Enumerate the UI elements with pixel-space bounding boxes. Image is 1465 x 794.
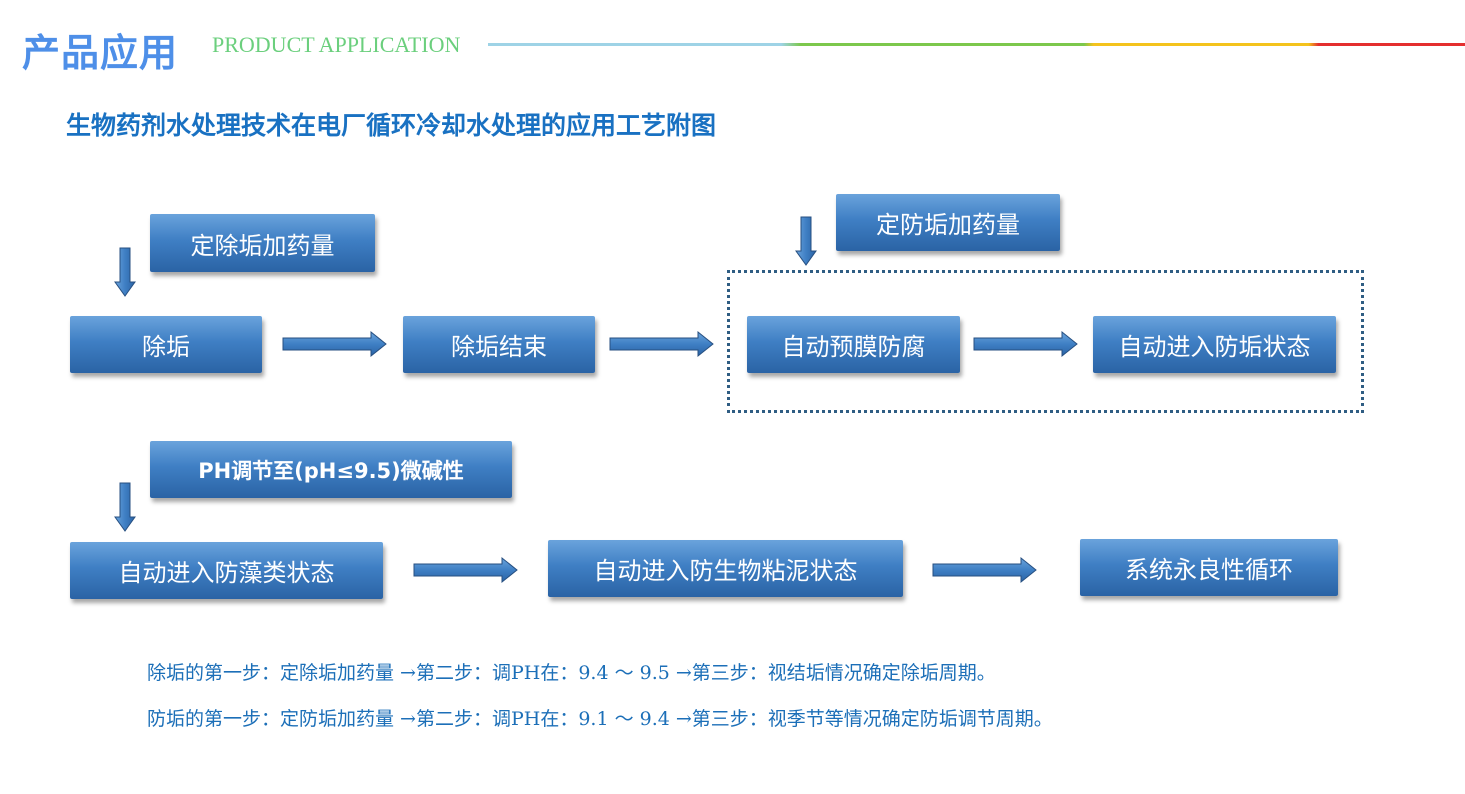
dosing-antiscale-box: 定防垢加药量 [836,194,1060,251]
benign-cycle-label: 系统永良性循环 [1125,556,1293,584]
dosing-descale-label: 定除垢加药量 [190,231,335,260]
benign-cycle-box: 系统永良性循环 [1080,539,1338,596]
page-title: 产品应用 [22,31,179,75]
descale-steps-note: 除垢的第一步：定除垢加药量 →第二步：调PH在：9.4 ～ 9.5 →第三步：视… [147,662,996,684]
antiscale-group-frame [727,270,1364,413]
diagram-title: 生物药剂水处理技术在电厂循环冷却水处理的应用工艺附图 [66,111,717,140]
arrow-down-icon [795,216,817,266]
descale-end-label: 除垢结束 [451,333,547,361]
auto-algae-label: 自动进入防藻类状态 [118,559,335,587]
antiscale-steps-note: 防垢的第一步：定防垢加药量 →第二步：调PH在：9.1 ～ 9.4 →第三步：视… [147,708,1053,730]
ph-adjust-label: PH调节至(pH≤9.5)微碱性 [198,458,464,483]
auto-antiscale-box: 自动进入防垢状态 [1093,316,1336,373]
arrow-down-icon [114,482,136,532]
arrow-right-icon [282,330,387,358]
dosing-antiscale-label: 定防垢加药量 [876,211,1020,239]
arrow-right-icon [413,556,518,584]
descale-end-box: 除垢结束 [403,316,595,373]
header-divider [488,43,1465,46]
descale-box: 除垢 [70,316,262,373]
arrow-right-icon [973,330,1078,358]
descale-label: 除垢 [142,333,190,361]
arrow-right-icon [609,330,714,358]
arrow-down-icon [114,247,136,297]
auto-slime-box: 自动进入防生物粘泥状态 [548,540,903,597]
dosing-descale-box: 定除垢加药量 [150,214,375,272]
page-title-english: PRODUCT APPLICATION [212,32,461,57]
auto-slime-label: 自动进入防生物粘泥状态 [593,557,858,585]
auto-antiscale-label: 自动进入防垢状态 [1118,333,1311,361]
auto-prefilm-box: 自动预膜防腐 [747,316,960,373]
arrow-right-icon [932,556,1037,584]
ph-adjust-box: PH调节至(pH≤9.5)微碱性 [150,441,512,498]
auto-algae-box: 自动进入防藻类状态 [70,542,383,599]
auto-prefilm-label: 自动预膜防腐 [781,333,926,361]
